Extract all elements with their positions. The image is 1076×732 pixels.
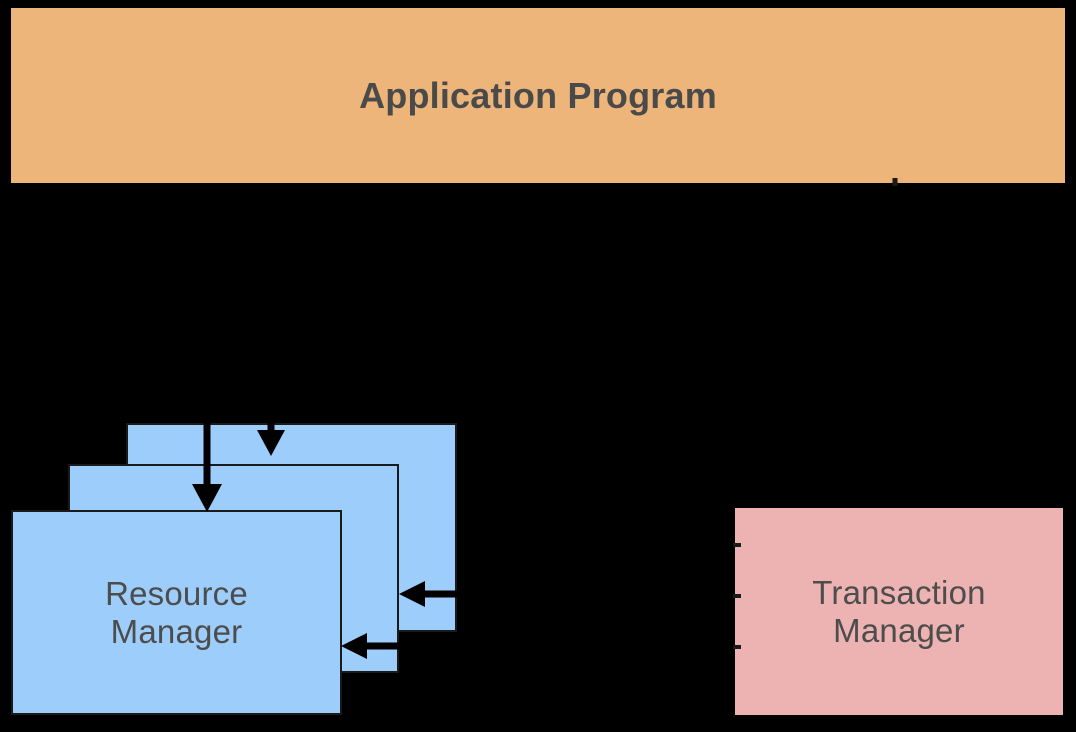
node-transaction-manager[interactable]: Transaction Manager (735, 508, 1063, 715)
application-program-label: Application Program (359, 74, 717, 116)
node-application-program[interactable]: Application Program (11, 8, 1065, 183)
transaction-manager-label: Transaction Manager (812, 573, 986, 649)
node-resource-manager-front[interactable]: Resource Manager (11, 510, 342, 715)
resource-manager-label: Resource Manager (105, 574, 248, 650)
